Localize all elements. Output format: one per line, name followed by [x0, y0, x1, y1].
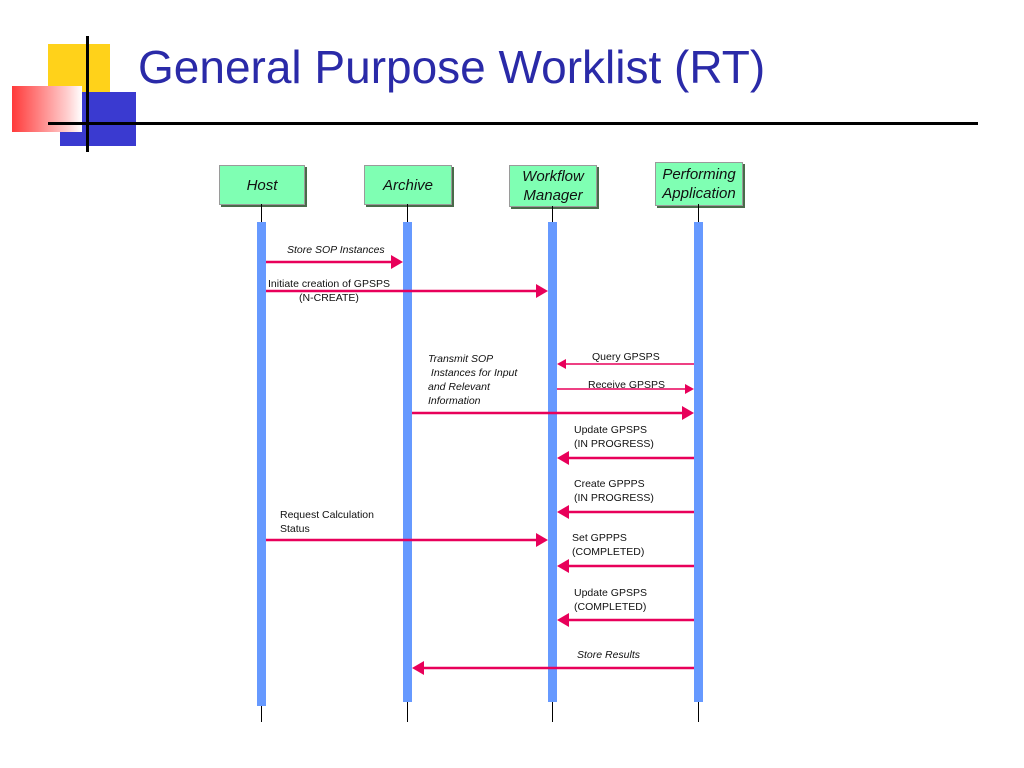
- message-arrowhead: [536, 284, 548, 298]
- message-arrowhead: [557, 613, 569, 627]
- message-label: Transmit SOP Instances for Input and Rel…: [428, 353, 518, 407]
- activation-bar-performing-application: [694, 222, 703, 702]
- message-arrowhead: [391, 255, 403, 269]
- message-label: Query GPSPS: [592, 351, 660, 363]
- message-arrowhead: [536, 533, 548, 547]
- actor-performing-application: Performing Application: [655, 162, 743, 206]
- message-arrowhead: [685, 384, 694, 394]
- actor-archive: Archive: [364, 165, 452, 205]
- message-label: Update GPSPS (IN PROGRESS): [574, 424, 654, 450]
- message-label: Store SOP Instances: [287, 244, 385, 256]
- actor-host: Host: [219, 165, 305, 205]
- logo-vertical-rule: [86, 36, 89, 152]
- message-label: Request Calculation Status: [280, 509, 374, 535]
- message-label: Set GPPPS (COMPLETED): [572, 532, 645, 558]
- message-arrowhead: [557, 451, 569, 465]
- actor-label: Performing Application: [662, 166, 736, 202]
- message-label: Receive GPSPS: [588, 379, 666, 391]
- actor-workflow-manager: Workflow Manager: [509, 165, 597, 207]
- message-label: Initiate creation of GPSPS (N-CREATE): [268, 278, 390, 304]
- message-arrowhead: [412, 661, 424, 675]
- actor-label: Workflow Manager: [522, 168, 584, 204]
- title-underline: [48, 122, 978, 125]
- message-label: Create GPPPS (IN PROGRESS): [574, 478, 654, 504]
- message-arrowhead: [557, 505, 569, 519]
- page-title: General Purpose Worklist (RT): [138, 41, 766, 93]
- activation-bar-workflow-manager: [548, 222, 557, 702]
- actor-label: Host: [246, 176, 278, 194]
- message-arrowhead: [682, 406, 694, 420]
- message-label: Store Results: [577, 649, 641, 661]
- message-label: Update GPSPS (COMPLETED): [574, 587, 647, 613]
- message-arrowhead: [557, 559, 569, 573]
- activation-bar-archive: [403, 222, 412, 702]
- actor-label: Archive: [382, 176, 434, 194]
- activation-bar-host: [257, 222, 266, 706]
- message-arrowhead: [557, 359, 566, 369]
